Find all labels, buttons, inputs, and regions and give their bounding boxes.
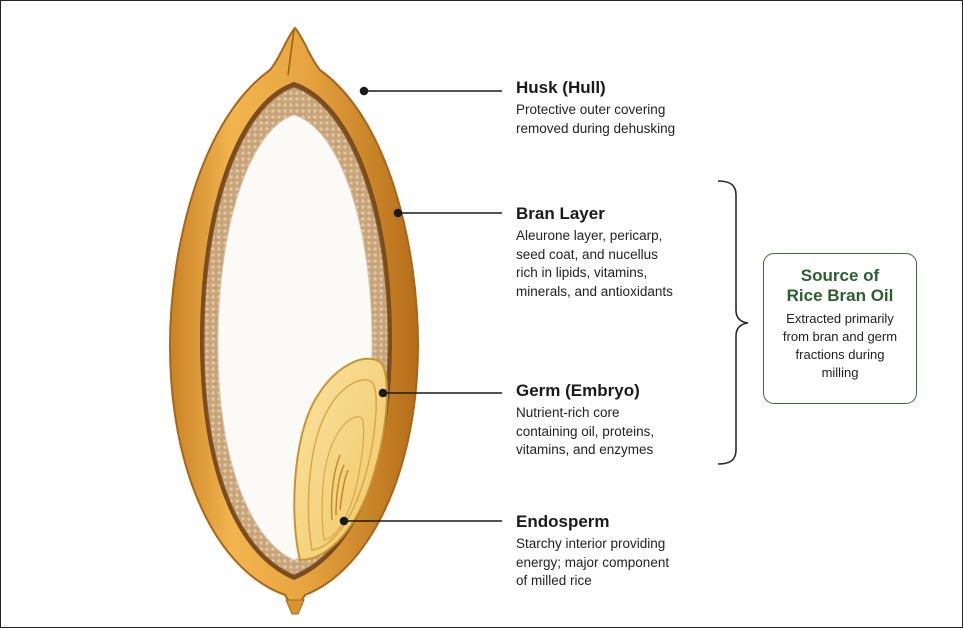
bran-desc-line: minerals, and antioxidants	[516, 283, 673, 302]
germ-title: Germ (Embryo)	[516, 381, 654, 401]
bran-desc-line: Aleurone layer, pericarp,	[516, 227, 673, 246]
bran-germ-bracket	[718, 181, 748, 464]
bran-label: Bran Layer Aleurone layer, pericarp, see…	[516, 204, 673, 301]
husk-title: Husk (Hull)	[516, 78, 675, 98]
bran-desc-line: rich in lipids, vitamins,	[516, 264, 673, 283]
bran-title: Bran Layer	[516, 204, 673, 224]
germ-label: Germ (Embryo) Nutrient-rich core contain…	[516, 381, 654, 460]
germ-desc-line: vitamins, and enzymes	[516, 441, 654, 460]
callout-title-line: Rice Bran Oil	[764, 286, 916, 306]
callout-desc-line: Extracted primarily	[764, 310, 916, 328]
endosperm-leader-dot	[341, 518, 348, 525]
endosperm-desc-line: of milled rice	[516, 572, 669, 591]
germ-leader-dot	[380, 390, 387, 397]
germ-desc-line: Nutrient-rich core	[516, 404, 654, 423]
husk-desc-line: removed during dehusking	[516, 120, 675, 139]
endosperm-desc-line: Starchy interior providing	[516, 535, 669, 554]
bran-desc-line: seed coat, and nucellus	[516, 246, 673, 265]
callout-title-line: Source of	[764, 266, 916, 286]
endosperm-title: Endosperm	[516, 512, 669, 532]
husk-desc-line: Protective outer covering	[516, 101, 675, 120]
endosperm-label: Endosperm Starchy interior providing ene…	[516, 512, 669, 591]
husk-label: Husk (Hull) Protective outer covering re…	[516, 78, 675, 138]
endosperm-desc-line: energy; major component	[516, 554, 669, 573]
germ-desc-line: containing oil, proteins,	[516, 423, 654, 442]
rice-bran-oil-callout: Source of Rice Bran Oil Extracted primar…	[763, 253, 917, 404]
husk-leader-dot	[361, 88, 368, 95]
callout-desc-line: fractions during	[764, 346, 916, 364]
callout-desc-line: from bran and germ	[764, 328, 916, 346]
callout-desc-line: milling	[764, 364, 916, 382]
bran-leader-dot	[395, 210, 402, 217]
